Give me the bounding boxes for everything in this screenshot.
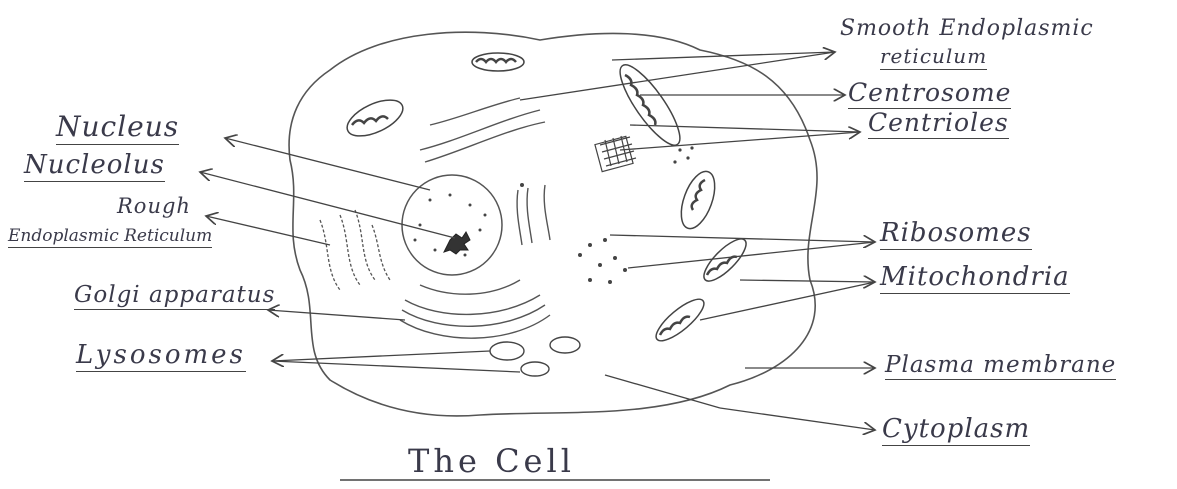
label-centrosome: Centrosome: [848, 78, 1011, 109]
plasma-membrane-outline: [289, 32, 817, 416]
label-lysosomes: Lysosomes: [76, 340, 246, 372]
label-plasma-membrane: Plasma membrane: [885, 352, 1116, 380]
label-nucleolus: Nucleolus: [24, 150, 165, 182]
golgi-shape: [400, 280, 550, 338]
label-nucleus: Nucleus: [56, 110, 179, 145]
rough-er-shape: [320, 210, 390, 290]
diagram-title: The Cell: [408, 442, 575, 480]
centrioles-shape: [595, 136, 636, 172]
smooth-er-shape: [420, 98, 545, 162]
label-centrioles: Centrioles: [868, 108, 1009, 139]
lysosome-shapes: [490, 337, 580, 376]
label-rough-er-line1: Rough: [117, 194, 191, 218]
vacuole-rods: [517, 185, 550, 245]
ribosome-dots: [520, 183, 627, 284]
nucleus-shape: [402, 175, 502, 275]
label-golgi: Golgi apparatus: [74, 282, 275, 310]
label-smooth-er-line1: Smooth Endoplasmic: [840, 16, 1094, 41]
label-cytoplasm: Cytoplasm: [882, 414, 1030, 446]
label-mitochondria: Mitochondria: [880, 262, 1070, 294]
pointer-lines: [200, 52, 875, 430]
nucleolus-shape: [444, 232, 470, 254]
label-smooth-er-line2: reticulum: [880, 44, 987, 70]
centrosome-dots: [673, 146, 693, 163]
label-ribosomes: Ribosomes: [880, 218, 1032, 250]
label-rough-er-line2: Endoplasmic Reticulum: [8, 226, 212, 248]
mitochondria-shapes: [342, 53, 752, 347]
